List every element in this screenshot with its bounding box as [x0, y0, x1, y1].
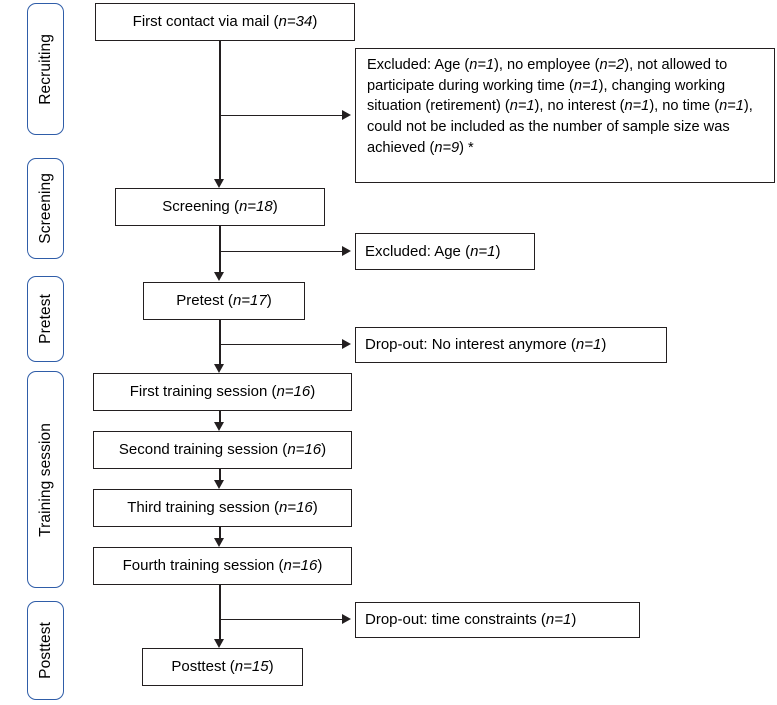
connector-pretest-to-training-1 [219, 320, 221, 364]
phase-label-pretest: Pretest [36, 294, 54, 344]
sample-size-excl-sample-achieved: n=9 [434, 139, 460, 156]
arrowhead-pretest-to-training-1 [214, 364, 224, 373]
arrowhead-pretest-to-dropout [342, 339, 351, 349]
arrowhead-screening-to-exclusion [342, 246, 351, 256]
flow-box-training-session-4-label: Fourth training session (n=16) [122, 557, 323, 575]
arrowhead-first-contact-to-screening [214, 179, 224, 188]
arrowhead-training-1-to-2 [214, 422, 224, 431]
sample-size-training-dropout: n=1 [545, 611, 572, 629]
dropout-box-training-label: Drop-out: time constraints (n=1) [365, 611, 577, 629]
flow-box-pretest-label: Pretest (n=17) [176, 292, 272, 310]
dropout-box-pretest-label: Drop-out: No interest anymore (n=1) [365, 336, 607, 354]
flow-box-pretest: Pretest (n=17) [143, 282, 305, 320]
flow-box-first-contact: First contact via mail (n=34) [95, 3, 355, 41]
connector-training-1-to-2 [219, 411, 221, 422]
sample-size-training-4: n=16 [283, 557, 318, 575]
phase-box-training-session: Training session [27, 371, 64, 588]
phase-box-screening: Screening [27, 158, 64, 259]
sample-size-excl-retirement: n=1 [509, 98, 535, 115]
connector-training-2-to-3 [219, 469, 221, 480]
sample-size-training-2: n=16 [287, 441, 322, 459]
sample-size-excl-age: n=1 [469, 57, 494, 73]
flow-box-screening: Screening (n=18) [115, 188, 325, 226]
exclusion-box-recruiting-label: Excluded: Age (n=1), no employee (n=2), … [367, 57, 753, 156]
exclusion-box-recruiting: Excluded: Age (n=1), no employee (n=2), … [355, 48, 775, 183]
sample-size-training-3: n=16 [278, 499, 313, 517]
sample-size-screening-excluded: n=1 [470, 242, 496, 260]
dropout-box-pretest: Drop-out: No interest anymore (n=1) [355, 327, 667, 363]
flow-box-training-session-2-label: Second training session (n=16) [118, 441, 327, 459]
flow-box-training-session-3-label: Third training session (n=16) [127, 499, 318, 517]
arrowhead-screening-to-pretest [214, 272, 224, 281]
flow-box-screening-label: Screening (n=18) [162, 198, 278, 216]
flow-box-posttest-label: Posttest (n=15) [171, 658, 274, 676]
connector-screening-to-pretest [219, 226, 221, 272]
phase-label-screening: Screening [36, 173, 54, 244]
flow-box-training-session-3: Third training session (n=16) [93, 489, 352, 527]
arrowhead-first-contact-to-exclusion [342, 110, 351, 120]
flow-box-posttest: Posttest (n=15) [142, 648, 303, 686]
phase-box-recruiting: Recruiting [27, 3, 64, 135]
phase-label-posttest: Posttest [36, 622, 54, 679]
connector-training-4-to-dropout [219, 619, 342, 621]
dropout-box-training: Drop-out: time constraints (n=1) [355, 602, 640, 638]
sample-size-posttest: n=15 [234, 658, 269, 676]
sample-size-excl-no-interest: n=1 [624, 98, 650, 115]
arrowhead-training-2-to-3 [214, 480, 224, 489]
connector-screening-to-exclusion [219, 251, 342, 253]
flow-box-training-session-2: Second training session (n=16) [93, 431, 352, 469]
sample-size-screening: n=18 [238, 198, 273, 216]
exclusion-box-screening-label: Excluded: Age (n=1) [365, 242, 501, 260]
sample-size-excl-no-time: n=1 [719, 98, 744, 115]
phase-label-training-session: Training session [36, 422, 54, 537]
flow-box-training-session-1-label: First training session (n=16) [129, 383, 316, 401]
sample-size-pretest: n=17 [232, 292, 267, 310]
sample-size-excl-working-time: n=1 [573, 77, 599, 94]
connector-training-3-to-4 [219, 527, 221, 538]
arrowhead-training-4-to-dropout [342, 614, 351, 624]
flow-box-training-session-1: First training session (n=16) [93, 373, 352, 411]
connector-first-contact-to-exclusion [219, 115, 342, 117]
flow-box-first-contact-label: First contact via mail (n=34) [132, 13, 318, 31]
connector-first-contact-to-screening [219, 41, 221, 179]
arrowhead-training-3-to-4 [214, 538, 224, 547]
connector-pretest-to-dropout [219, 344, 342, 346]
phase-box-pretest: Pretest [27, 276, 64, 362]
sample-size-first-contact: n=34 [278, 13, 313, 31]
sample-size-excl-no-employee: n=2 [599, 57, 625, 73]
flow-box-training-session-4: Fourth training session (n=16) [93, 547, 352, 585]
exclusion-box-screening: Excluded: Age (n=1) [355, 233, 535, 270]
phase-box-posttest: Posttest [27, 601, 64, 700]
phase-label-recruiting: Recruiting [36, 33, 54, 105]
sample-size-pretest-dropout: n=1 [575, 336, 602, 354]
connector-training-4-to-posttest [219, 585, 221, 639]
arrowhead-training-4-to-posttest [214, 639, 224, 648]
sample-size-training-1: n=16 [276, 383, 311, 401]
